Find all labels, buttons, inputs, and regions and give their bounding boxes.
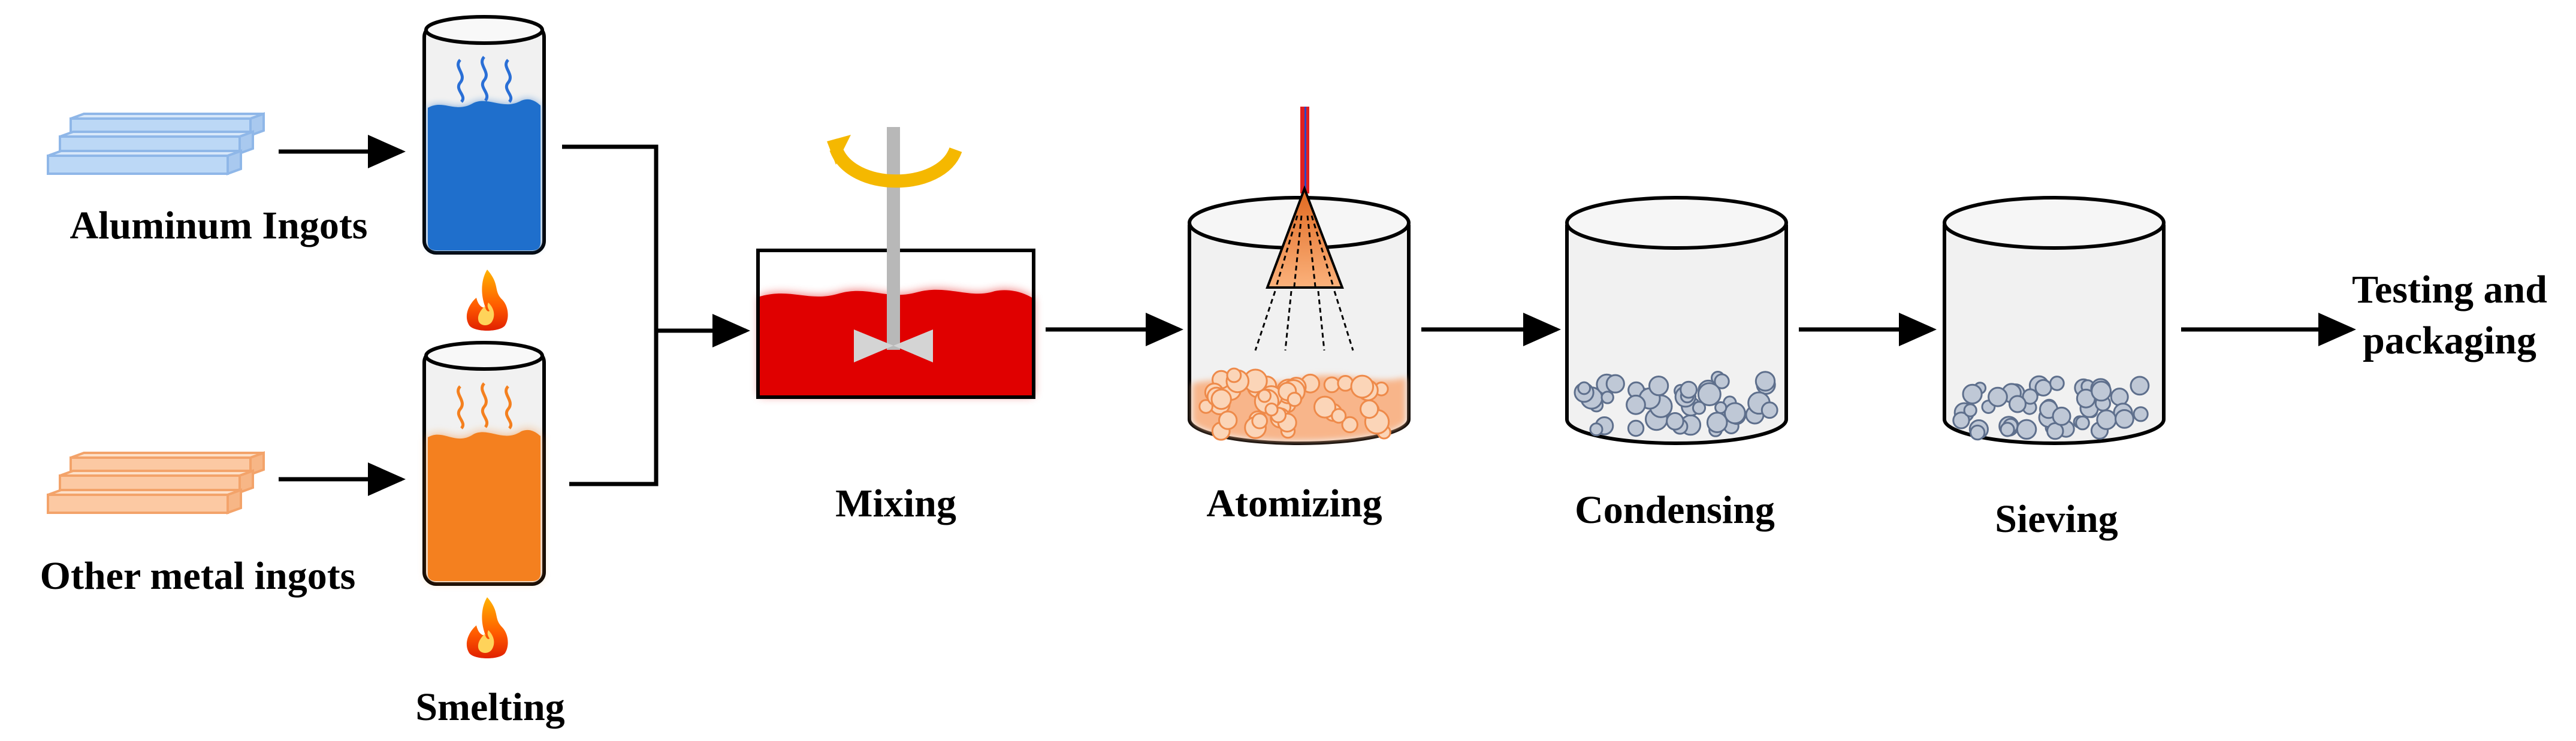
aluminum-ingots-icon — [47, 112, 265, 176]
powder-particle — [2009, 395, 2027, 413]
powder-particle — [1714, 373, 1730, 389]
powder-particle — [1360, 399, 1379, 419]
label-sieving: Sieving — [1995, 497, 2118, 541]
powder-particle — [1313, 395, 1336, 419]
powder-particle — [1287, 392, 1302, 407]
label-condensing: Condensing — [1575, 488, 1775, 532]
powder-particle — [1666, 412, 1684, 431]
powder-particle — [1257, 389, 1272, 403]
powder-particle — [2022, 388, 2039, 405]
powder-particle — [2075, 415, 2090, 431]
powder-particle — [2052, 406, 2071, 426]
powder-particle — [1627, 419, 1645, 437]
atomizer-vessel-icon — [1188, 196, 1411, 445]
powder-particle — [1692, 401, 1707, 415]
condenser-vessel-icon — [1565, 196, 1788, 445]
powder-particle — [1198, 399, 1213, 414]
powder-particle — [1577, 381, 1591, 395]
powder-particle — [1970, 424, 1986, 441]
label-testing: Testing and — [2352, 268, 2547, 311]
other-metal-crucible-icon — [422, 341, 546, 586]
powder-particle — [1226, 367, 1242, 383]
spray-nozzle-icon — [1254, 107, 1354, 351]
powder-particle — [2034, 379, 2052, 397]
powder-particle — [1323, 376, 1340, 394]
aluminum-crucible-icon — [422, 15, 546, 255]
powder-particle — [2091, 380, 2112, 402]
powder-particle — [1760, 401, 1778, 419]
powder-particle — [1754, 371, 1776, 392]
label-packaging: packaging — [2363, 319, 2536, 362]
powder-particle — [2096, 409, 2117, 430]
powder-particle — [1680, 380, 1698, 399]
powder-particle — [1626, 394, 1646, 415]
powder-particle — [1963, 403, 1977, 418]
label-smelting: Smelting — [415, 685, 564, 729]
powder-particle — [2016, 419, 2037, 440]
powder-particle — [1952, 412, 1970, 430]
label-mixing: Mixing — [835, 482, 956, 525]
powder-particle — [2130, 376, 2150, 396]
powder-particle — [1331, 408, 1347, 424]
powder-particle — [1600, 391, 1614, 404]
powder-particle — [1589, 422, 1603, 437]
powder-particle — [1251, 412, 1268, 430]
powder-particle — [1218, 410, 1238, 430]
powder-particle — [1648, 376, 1669, 397]
powder-particle — [1714, 401, 1728, 415]
other-metal-ingots-icon — [47, 451, 265, 515]
powder-particle — [1988, 386, 2008, 407]
powder-particle — [1210, 388, 1232, 410]
label-other-metal-ingots: Other metal ingots — [40, 554, 356, 598]
powder-particle — [2110, 388, 2129, 407]
sieve-vessel-icon — [1943, 196, 2166, 445]
powder-particle — [2000, 422, 2015, 437]
flame-icon — [466, 597, 508, 658]
powder-particle — [1962, 383, 1983, 405]
powder-particle — [1341, 416, 1358, 434]
powder-particle — [2115, 409, 2134, 429]
merge-connector — [562, 144, 659, 486]
powder-particle — [1264, 403, 1279, 417]
sieved-powder — [1952, 375, 2150, 441]
powder-particle — [1706, 412, 1728, 434]
label-aluminum-ingots: Aluminum Ingots — [70, 204, 368, 247]
label-atomizing: Atomizing — [1206, 482, 1382, 525]
powder-particle — [1697, 382, 1722, 407]
powder-particle — [1350, 374, 1375, 399]
powder-particle — [1605, 374, 1625, 394]
rotation-arrow-icon — [827, 135, 962, 188]
powder-particle — [2049, 376, 2065, 391]
condensed-powder — [1574, 371, 1778, 437]
powder-particle — [1724, 402, 1746, 425]
flame-icon — [466, 270, 508, 331]
atomized-powder — [1198, 367, 1391, 441]
powder-particle — [2133, 406, 2149, 422]
